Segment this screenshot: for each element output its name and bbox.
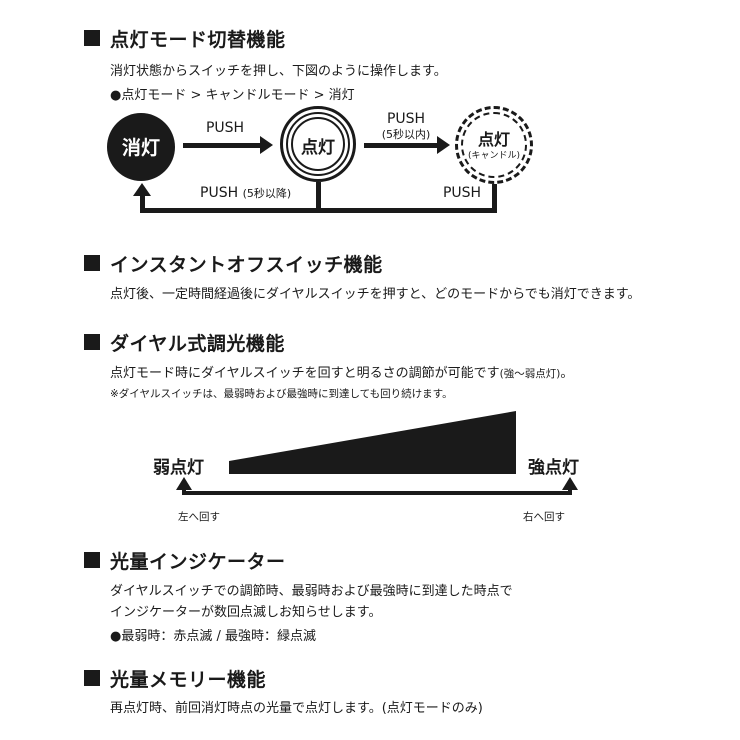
weak-label: 弱点灯: [153, 458, 204, 478]
section-title-mode-switch: 点灯モード切替機能: [110, 29, 286, 51]
indicator-description-line1: ダイヤルスイッチでの調節時、最弱時および最強時に到達した時点で: [110, 584, 513, 599]
section-title-indicator: 光量インジケーター: [110, 551, 286, 573]
on-state-ring-mid: [286, 112, 350, 176]
arrow-1-shaft: [183, 143, 263, 148]
section-marker: [84, 255, 100, 271]
left-up-arrow-head: [176, 477, 192, 490]
section-marker: [84, 552, 100, 568]
push-label-2-sub: (5秒以内): [381, 128, 431, 141]
memory-description: 再点灯時、前回消灯時点の光量で点灯します。(点灯モードのみ): [110, 701, 483, 716]
on-state-circle: [280, 106, 356, 182]
dial-range-line: [182, 491, 572, 495]
indicator-description-line2: インジケーターが数回点滅しお知らせします。: [110, 605, 382, 620]
on-state-label: 点灯: [301, 138, 335, 158]
section-marker: [84, 30, 100, 46]
dimming-description-end: 。: [560, 366, 574, 381]
section-marker: [84, 670, 100, 686]
dimming-note: ※ダイヤルスイッチは、最弱時および最強時に到達しても回り続けます。: [110, 388, 453, 400]
arrow-1-head: [260, 136, 273, 154]
dial-right-riser: [568, 488, 572, 495]
return-arrow-head: [133, 183, 151, 196]
mode-switch-description: 消灯状態からスイッチを押し、下図のように操作します。: [110, 64, 447, 79]
right-up-arrow-head: [562, 477, 578, 490]
push-label-3: PUSH (5秒以降): [200, 186, 291, 201]
strong-label: 強点灯: [528, 458, 579, 478]
push-label-2-main: PUSH: [386, 111, 426, 127]
off-state-label: 消灯: [121, 137, 160, 159]
dial-left-riser: [182, 488, 186, 495]
dimming-description: 点灯モード時にダイヤルスイッチを回すと明るさの調節が可能です(強～弱点灯)。: [110, 362, 573, 381]
return-line-bottom: [140, 208, 497, 213]
arrow-2-head: [437, 136, 450, 154]
push-label-3-main: PUSH: [200, 185, 239, 201]
arrow-2-shaft: [364, 143, 440, 148]
return-drop-middle: [316, 182, 321, 212]
section-title-memory: 光量メモリー機能: [110, 669, 267, 691]
candle-state-label: 点灯: [477, 130, 510, 149]
left-turn-label: 左へ回す: [178, 511, 220, 523]
push-label-4: PUSH: [442, 185, 482, 201]
push-label-1: PUSH: [205, 120, 245, 136]
indicator-blink-info: ●最弱時：赤点滅 / 最強時：緑点滅: [110, 629, 316, 644]
on-state-ring-inner: [291, 117, 345, 171]
push-label-2: PUSH (5秒以内): [370, 112, 442, 142]
candle-state-ring-inner: [461, 112, 527, 178]
candle-state-circle: [455, 106, 533, 184]
dimming-description-main: 点灯モード時にダイヤルスイッチを回すと明るさの調節が可能です: [110, 366, 500, 381]
dimming-description-range: (強～弱点灯): [499, 368, 561, 380]
mode-sequence: ●点灯モード > キャンドルモード > 消灯: [110, 88, 355, 103]
return-drop-right: [492, 184, 497, 212]
brightness-ramp: [229, 411, 516, 474]
return-rise-left: [140, 196, 145, 213]
off-state-circle: [107, 113, 175, 181]
section-marker: [84, 334, 100, 350]
right-turn-label: 右へ回す: [523, 511, 565, 523]
push-label-3-sub: (5秒以降): [242, 187, 292, 200]
candle-state-sublabel: (キャンドル): [467, 151, 521, 161]
section-title-instant-off: インスタントオフスイッチ機能: [110, 254, 383, 276]
section-title-dimming: ダイヤル式調光機能: [110, 333, 285, 355]
instant-off-description: 点灯後、一定時間経過後にダイヤルスイッチを押すと、どのモードからでも消灯できます…: [110, 287, 641, 302]
